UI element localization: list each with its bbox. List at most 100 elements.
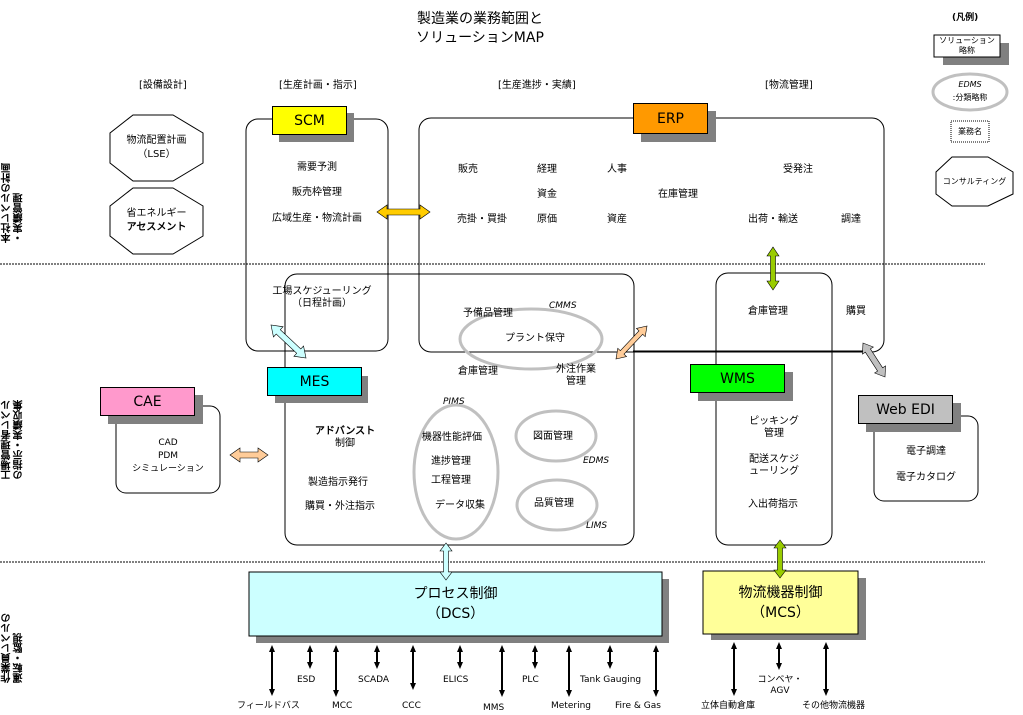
device-ccc: CCC [402,701,421,711]
mes-item-plant-maintenance: プラント保守 [505,333,565,344]
legend-consulting-octagon [935,156,1014,207]
pims-label: PIMS [443,397,465,407]
legend-heading: (凡例) [952,13,979,23]
cae-item-simulation: シミュレーション [132,464,204,474]
device-link-scada-head-top [374,645,380,652]
row-label-operator: 作業員レベルの運転・監視 [2,613,25,683]
device-fire-gas: Fire & Gas [615,701,661,711]
mes-item-progress: 進捗管理 [431,456,471,467]
arrow-erp-wms [766,246,780,291]
device-link-esd-head-bottom [307,662,313,669]
mcs-box [702,570,859,635]
arrow-erp-mes [615,325,648,360]
column-header-equipment-design: [設備設計] [139,80,187,91]
erp-item-accounting: 経理 [537,164,557,175]
wms-item-purchasing: 購買 [846,306,866,317]
row-label-factory-manager: 工場管理者レベルの指示・実績収集 [2,400,25,480]
scm-tag[interactable]: SCM [272,106,347,135]
device-link-mcc-head-top [333,645,339,652]
wms-item-picking: ピッキング 管理 [749,416,799,439]
device-automated-warehouse: 立体自動倉庫 [701,701,756,711]
arrow-cae-mes [229,447,269,463]
device-mcc: MCC [332,701,353,711]
device-link-plc-head-top [532,645,538,652]
lims-label: LIMS [586,521,608,531]
device-link-mms-head-bottom [499,690,505,697]
arrow-wms-mcs [773,539,787,579]
device-link-conveyor-head-top [776,642,782,649]
webedi-item-e-procurement: 電子調達 [906,446,946,457]
legend-solution-box [933,34,1001,58]
column-header-production-planning: [生産計画・指示] [279,80,357,91]
mes-item-purchase-order: 購買・外注指示 [305,501,375,512]
device-link-tank-gauging-head-top [607,645,613,652]
webedi-tag[interactable]: Web EDI [858,395,953,424]
cae-items: CAD PDM シミュレーション [116,437,220,476]
legend-business-label: 業務名 [958,127,982,136]
legend-solution-label: ソリューション 略称 [939,36,995,55]
device-link-other-logistics-head-top [823,642,829,649]
mes-tag[interactable]: MES [267,367,362,396]
wms-tag[interactable]: WMS [690,364,785,393]
consulting-lse: 物流配置計画 （LSE） [126,135,187,160]
scm-item-demand-forecast: 需要予測 [297,162,337,173]
erp-item-inventory: 在庫管理 [658,189,698,200]
device-lines [269,642,829,697]
webedi-item-e-catalog: 電子カタログ [896,472,956,483]
device-scada: SCADA [358,675,390,685]
mes-item-quality: 品質管理 [534,498,574,509]
device-metering: Metering [551,701,591,711]
cae-tag[interactable]: CAE [100,387,195,416]
device-link-other-logistics-head-bottom [823,689,829,696]
cmms-ellipse [458,307,604,371]
erp-item-funds: 資金 [537,189,557,200]
device-link-elics-head-bottom [457,662,463,669]
page-title: 製造業の業務範囲と ソリューションMAP [380,10,580,48]
legend-business-box [950,120,990,143]
pims-ellipse [412,403,500,541]
mes-item-spare-parts: 予備品管理 [463,308,513,319]
column-header-logistics: [物流管理] [765,80,813,91]
mcs-label: 物流機器制御 （MCS） [738,585,823,621]
title-line-1: 製造業の業務範囲と [417,11,543,27]
arrow-mes-dcs [439,542,453,581]
device-link-ccc-head-top [410,645,416,652]
mes-item-advanced-control: アドバンスト 制御 [314,426,376,449]
scm-item-sales-allocation: 販売枠管理 [292,187,342,198]
device-link-tank-gauging-head-bottom [607,662,613,669]
erp-item-hr: 人事 [607,164,627,175]
consulting-octagon-energy [109,187,204,255]
mes-item-manufacturing-order: 製造指示発行 [308,477,368,488]
consulting-energy: 省エネルギー アセスメント [126,208,187,233]
erp-item-assets: 資産 [607,214,627,225]
device-other-logistics: その他物流機器 [802,701,866,711]
arrow-erp-webedi [862,342,886,378]
device-link-fire-gas-head-bottom [653,690,659,697]
scm-item-wide-area-planning: 広域生産・物流計画 [272,213,362,224]
dcs-box [248,571,663,637]
legend-category-abbr: EDMS [958,80,982,89]
mes-item-outsourcing: 外注作業 管理 [556,364,596,387]
device-plc: PLC [522,675,539,685]
cae-item-pdm: PDM [157,451,179,461]
device-elics: ELICS [443,675,469,685]
device-link-mms-head-top [499,645,505,652]
column-header-production-progress: [生産進捗・実績] [498,80,576,91]
edms-label: EDMS [583,456,610,466]
wms-item-in-out: 入出荷指示 [748,499,798,510]
device-link-fieldbus-head-top [269,645,275,652]
arrow-scm-mes [270,324,307,359]
dcs-label: プロセス制御 （DCS） [413,586,498,622]
device-link-elics-head-top [457,645,463,652]
erp-item-sales: 販売 [458,164,478,175]
mes-item-equipment-eval: 機器性能評価 [422,432,482,443]
device-link-plc-head-bottom [532,662,538,669]
mes-item-process: 工程管理 [431,475,471,486]
consulting-octagon-lse [109,114,204,182]
device-link-scada-head-bottom [374,662,380,669]
erp-tag[interactable]: ERP [633,103,708,134]
edms-ellipse [514,409,598,463]
device-link-ccc-head-bottom [410,683,416,690]
device-link-metering-head-top [566,645,572,652]
